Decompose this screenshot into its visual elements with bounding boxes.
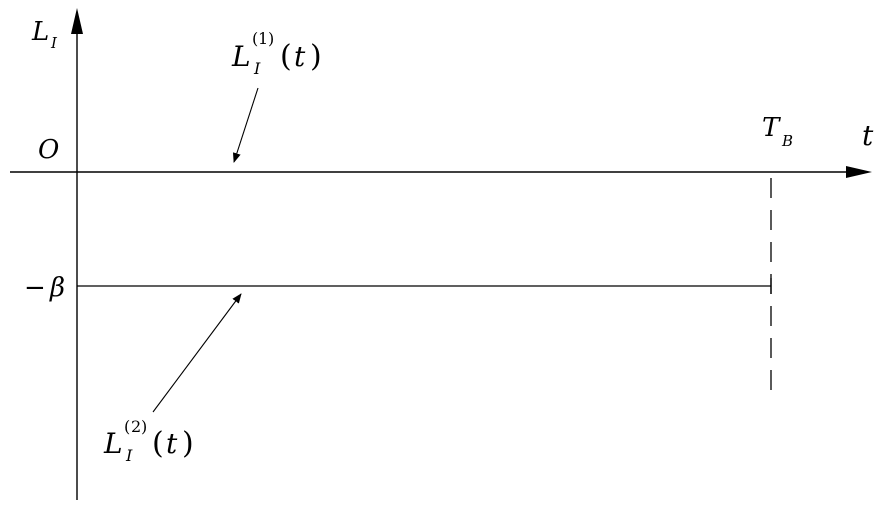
svg-text:t: t	[294, 40, 306, 73]
svg-text:): )	[268, 29, 274, 48]
svg-text:t: t	[166, 427, 178, 460]
minus-beta-label: −β	[24, 273, 65, 303]
svg-text:(: (	[152, 426, 164, 461]
svg-text:I: I	[125, 446, 133, 465]
curve-2-pointer	[152, 293, 242, 413]
svg-text:): )	[141, 417, 147, 436]
svg-text:2: 2	[131, 417, 141, 436]
curve-1-pointer	[232, 87, 259, 163]
svg-text:I: I	[253, 59, 261, 78]
x-axis-arrowhead	[846, 166, 872, 178]
svg-text:L: L	[231, 40, 251, 73]
svg-text:L: L	[103, 427, 123, 460]
svg-text:(: (	[124, 417, 130, 436]
curve-2-label: L ( 2 ) I ( t )	[103, 417, 194, 465]
x-axis-label: t	[862, 119, 874, 152]
svg-text:(: (	[280, 39, 292, 74]
svg-text:(: (	[252, 29, 258, 48]
svg-text:1: 1	[258, 29, 268, 48]
curve-1-label: L ( 1 ) I ( t )	[231, 29, 322, 78]
origin-label: O	[38, 135, 59, 165]
svg-text:): )	[310, 39, 322, 74]
y-axis-arrowhead	[71, 8, 83, 34]
svg-text:): )	[182, 426, 194, 461]
